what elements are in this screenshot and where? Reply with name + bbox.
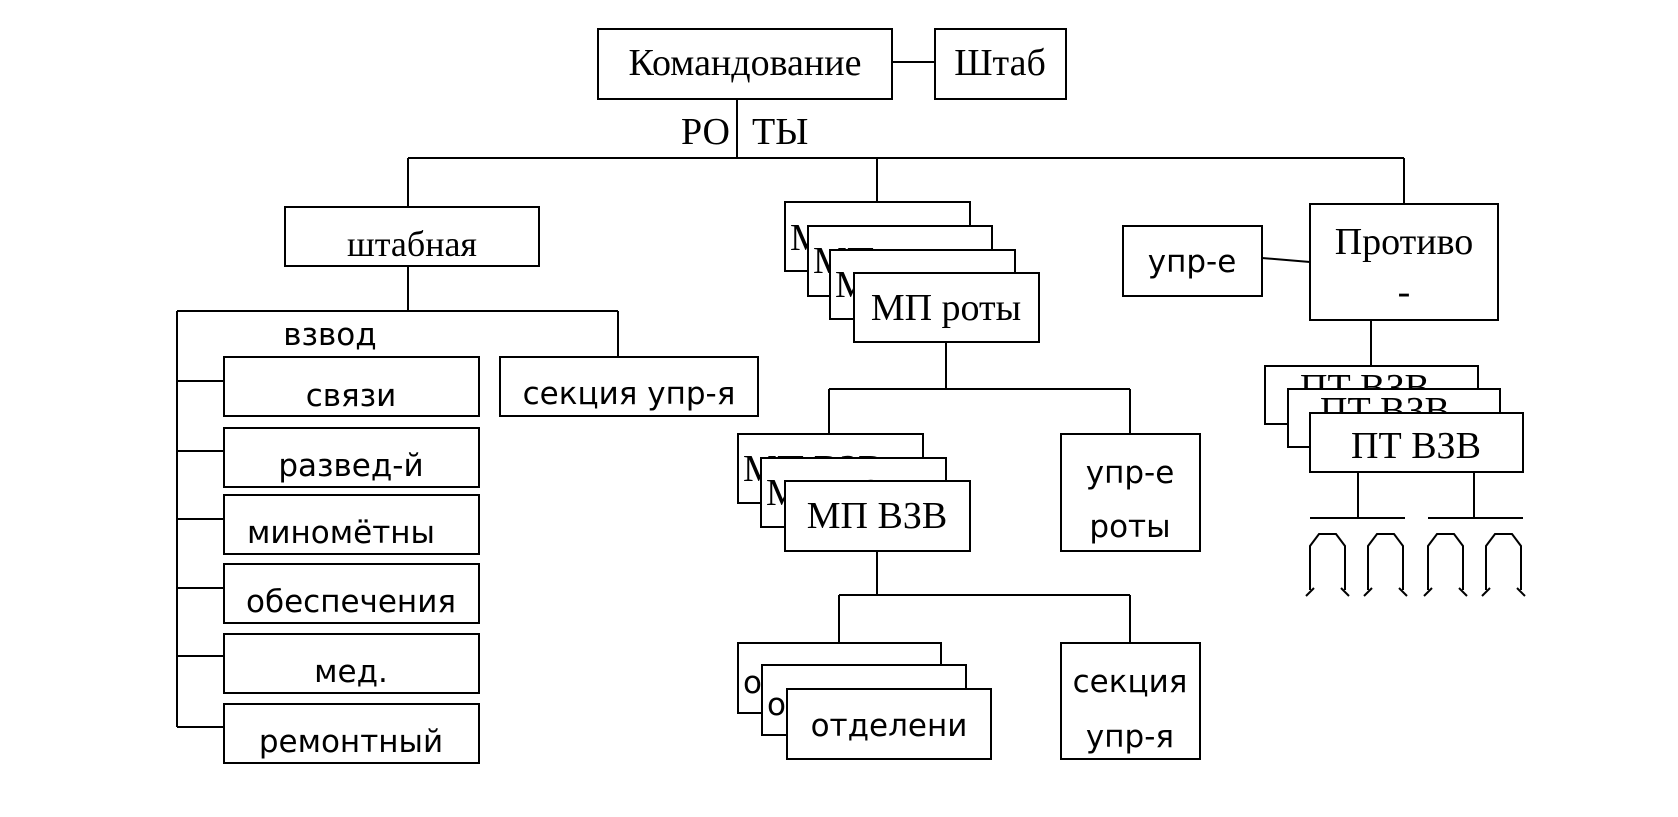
platoon-medical-node: мед. bbox=[223, 633, 480, 694]
companies-label-left: РО bbox=[681, 111, 730, 153]
company-control-node: упр-е роты bbox=[1060, 433, 1201, 552]
platoon-signals-label: связи bbox=[306, 378, 397, 414]
antitank-label-1: Противо bbox=[1335, 221, 1474, 263]
squad-stack: о о отделени bbox=[737, 642, 992, 760]
mp-company-stack: МП МП МП МП роты bbox=[784, 201, 1040, 343]
platoon-label: взвод bbox=[283, 317, 376, 353]
anti-tank-weapon-icon bbox=[1305, 533, 1350, 597]
squads-label: отделени bbox=[811, 708, 968, 744]
platoon-mortar-label: миномётны bbox=[247, 515, 435, 551]
platoon-support-node: обеспечения bbox=[223, 563, 480, 624]
hq-label: Штаб bbox=[954, 42, 1046, 84]
companies-label-right: ТЫ bbox=[752, 111, 808, 153]
staff-company-node: штабная bbox=[284, 206, 540, 267]
anti-tank-weapon-icon bbox=[1423, 533, 1468, 597]
platoon-repair-label: ремонтный bbox=[259, 724, 443, 760]
squad-partial-label: о bbox=[767, 687, 786, 723]
antitank-company-node: Противо - bbox=[1309, 203, 1499, 321]
hq-node: Штаб bbox=[934, 28, 1067, 100]
antitank-control-label: упр-е bbox=[1148, 244, 1237, 280]
platoon-signals-node: связи bbox=[223, 356, 480, 417]
platoon-medical-label: мед. bbox=[314, 654, 388, 690]
mp-platoon-stack: МП ВЗВ МП ВЗВ МП ВЗВ bbox=[737, 433, 971, 552]
platoon-support-label: обеспечения bbox=[246, 584, 456, 620]
command-node: Командование bbox=[597, 28, 893, 100]
mp-companies-label: МП роты bbox=[871, 287, 1021, 329]
anti-tank-weapon-icon bbox=[1481, 533, 1526, 597]
squad-control-label-2: упр-я bbox=[1086, 719, 1174, 755]
platoon-mortar-node: миномётны bbox=[223, 494, 480, 555]
antitank-control-node: упр-е bbox=[1122, 225, 1263, 297]
at-platoons-label: ПТ ВЗВ bbox=[1351, 425, 1481, 467]
mp-platoons-label: МП ВЗВ bbox=[807, 495, 947, 537]
platoon-recon-label: развед-й bbox=[278, 448, 423, 484]
control-section-node: секция упр-я bbox=[499, 356, 759, 417]
antitank-label-2: - bbox=[1398, 271, 1411, 313]
company-control-label-1: упр-е bbox=[1086, 455, 1175, 491]
company-control-label-2: роты bbox=[1089, 509, 1170, 545]
control-section-label: секция упр-я bbox=[523, 376, 736, 412]
anti-tank-weapon-icon bbox=[1363, 533, 1408, 597]
staff-company-label: штабная bbox=[347, 224, 477, 264]
command-label: Командование bbox=[629, 42, 862, 84]
at-platoon-stack: ПТ ВЗВ ПТ ВЗВ ПТ ВЗВ bbox=[1264, 365, 1524, 473]
squad-control-label-1: секция bbox=[1073, 664, 1188, 700]
platoon-repair-node: ремонтный bbox=[223, 703, 480, 764]
platoon-recon-node: развед-й bbox=[223, 427, 480, 488]
squad-partial-label: о bbox=[743, 665, 762, 701]
squad-control-section-node: секция упр-я bbox=[1060, 642, 1201, 760]
antitank-control-connector bbox=[1261, 257, 1311, 263]
